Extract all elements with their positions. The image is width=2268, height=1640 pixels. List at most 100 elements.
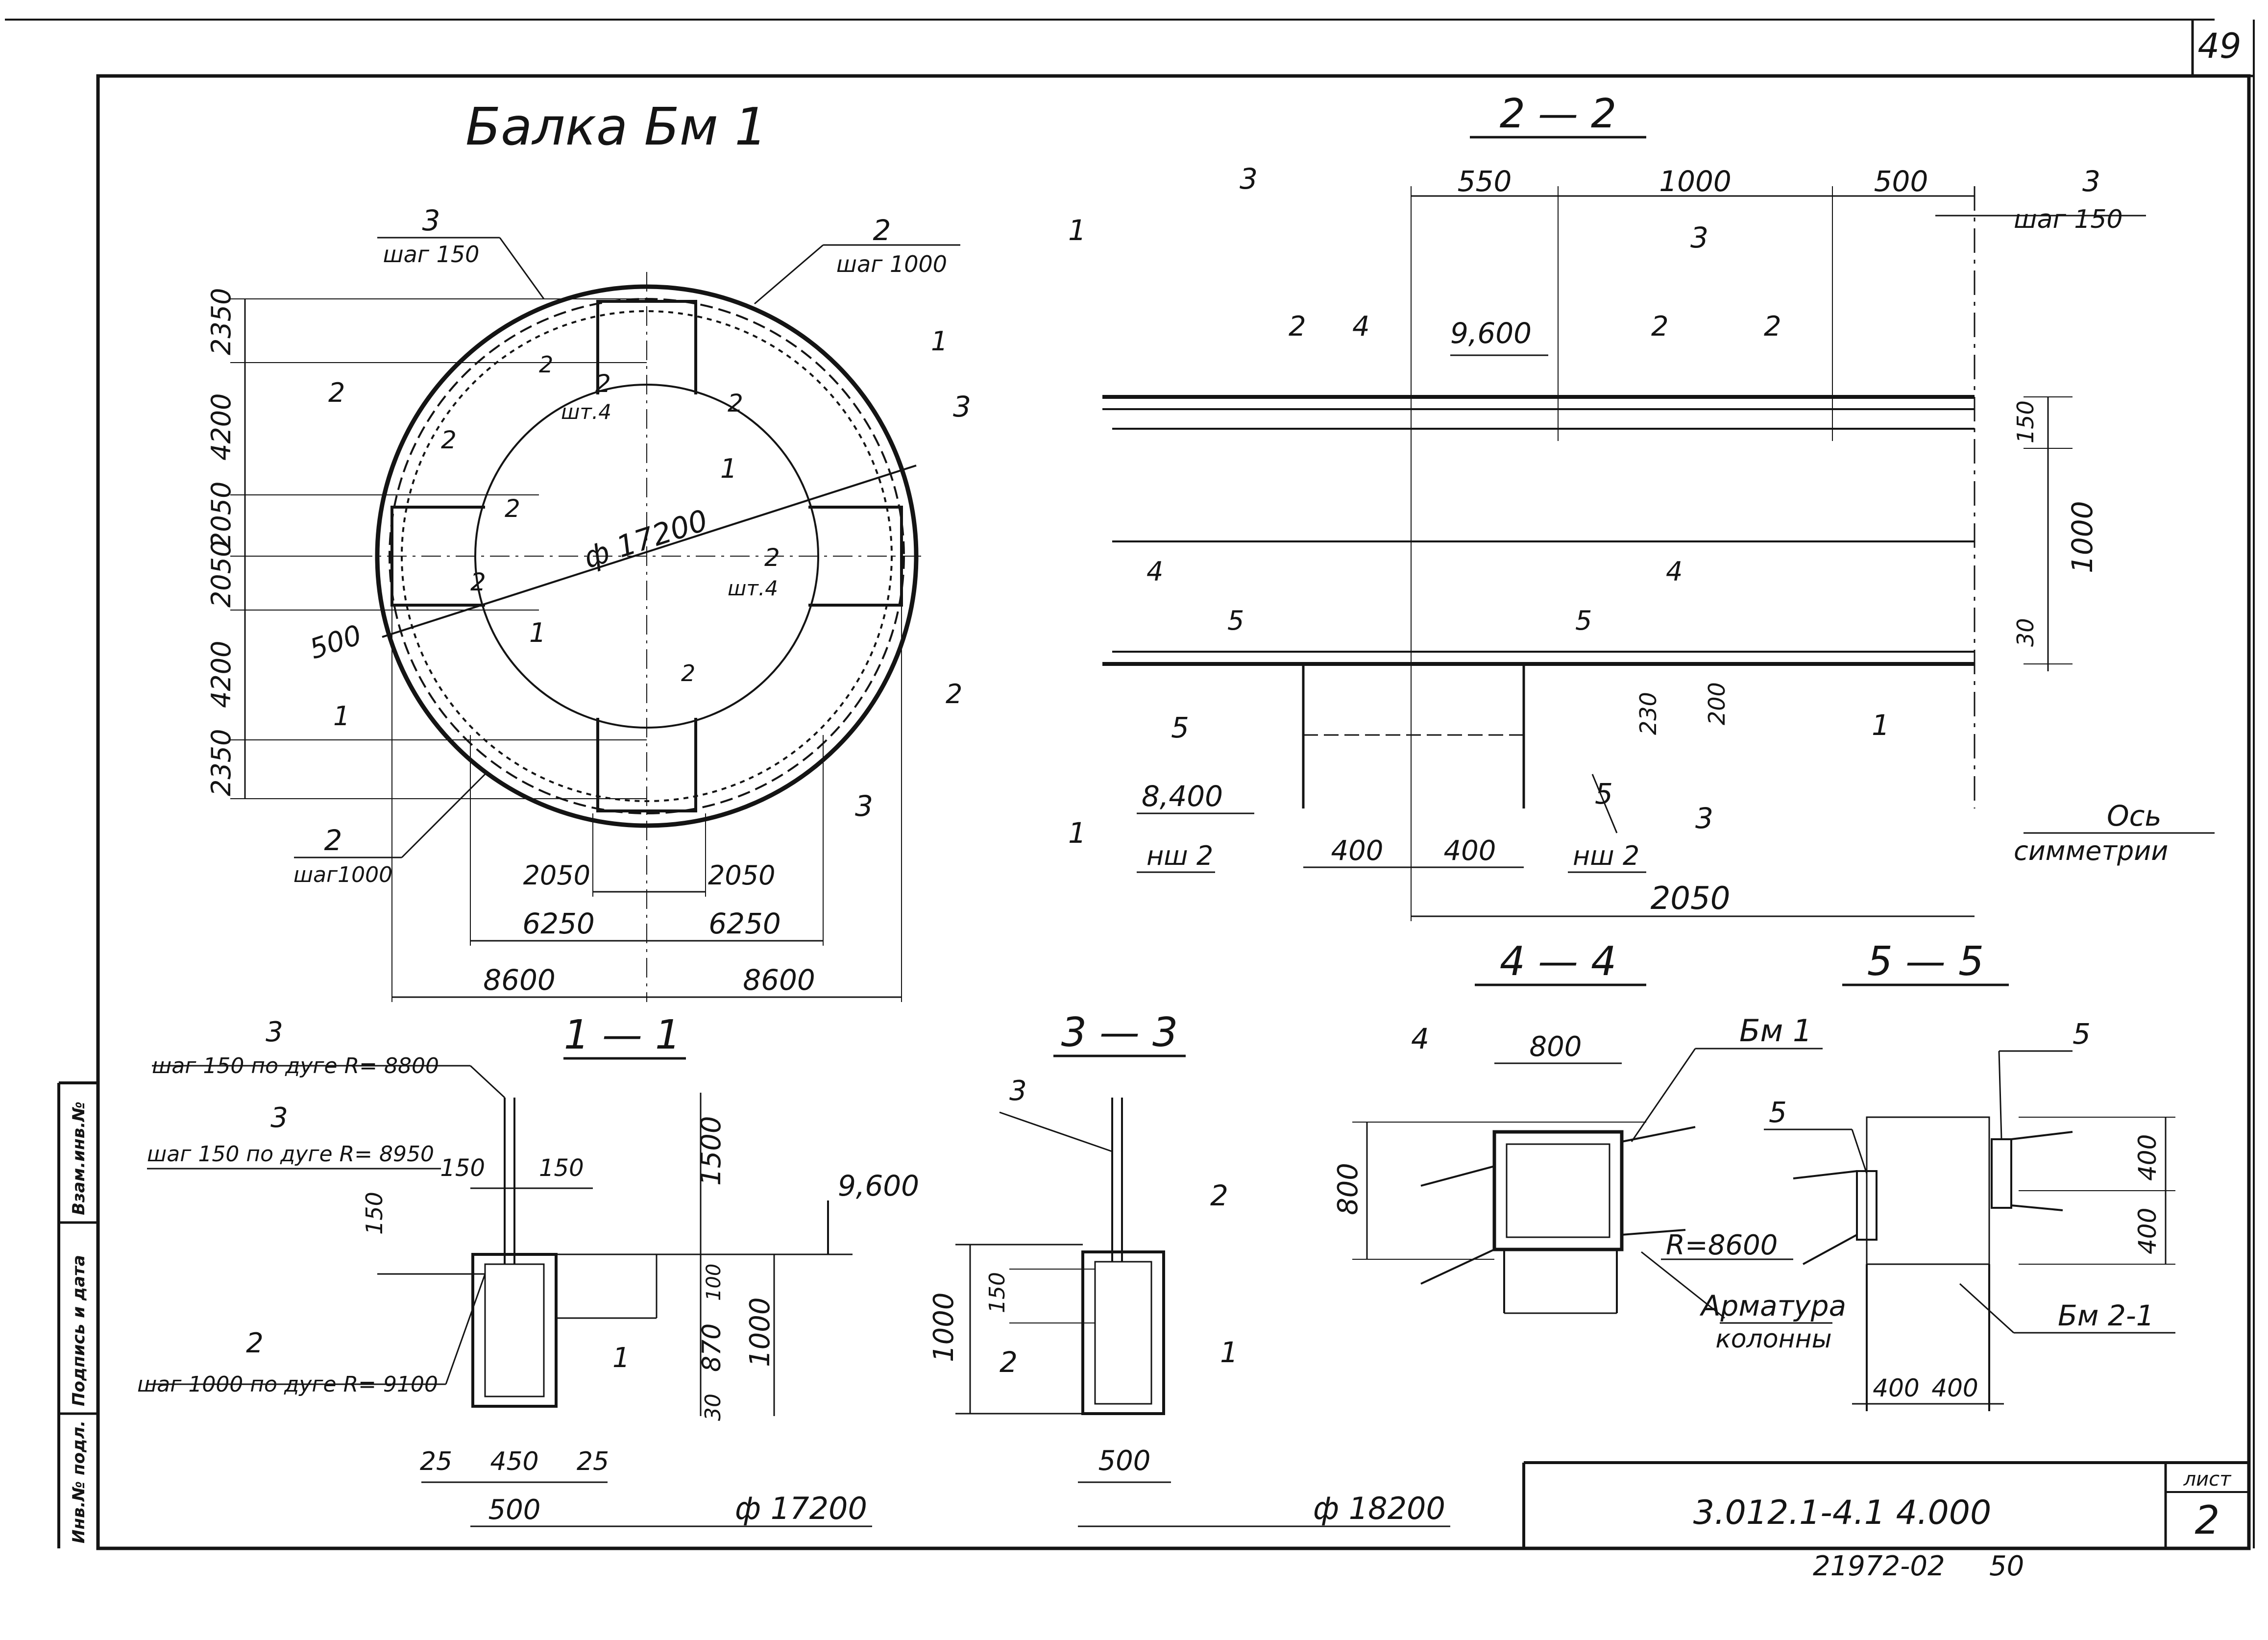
s22-dim-1000: 1000	[1659, 165, 1731, 198]
plan-dim-middle-left: 6250	[522, 907, 595, 940]
s33-diameter: ф 18200	[1313, 1491, 1445, 1526]
plan-ref-2-right-mid: 2	[764, 543, 780, 572]
drawing-title: Балка Бм 1	[465, 97, 767, 157]
s33-ref-1: 1	[1220, 1336, 1238, 1369]
s22-level-top: 9,600	[1450, 317, 1532, 350]
s44-radius: R=8600	[1666, 1229, 1778, 1261]
plan-dim-outer-left: 8600	[483, 963, 556, 997]
s22-nsh-2-right: нш 2	[1573, 840, 1639, 871]
s22-dim-500: 500	[1874, 165, 1928, 198]
plan-ref-2-bottom: 2	[324, 824, 342, 857]
s44-ref-4: 4	[1411, 1022, 1429, 1055]
s22-dim-200: 200	[1704, 682, 1730, 725]
s11-note-3-b: шаг 150 по дуге R= 8950	[147, 1142, 434, 1167]
s55-beam: Бм 2-1	[2058, 1299, 2154, 1332]
plan-bottom-dims: 2050 2050 6250 6250 8600 8600	[483, 860, 815, 997]
plan-ref-2-top: 2	[873, 214, 891, 247]
s22-step-150: шаг 150	[2014, 205, 2123, 234]
s22-cut-5-right: 5	[1575, 605, 1592, 636]
plan-ref-3-top: 3	[422, 204, 440, 237]
plan-vertical-dims: 2350 4200 2050 2050 4200 2350	[206, 288, 237, 796]
stamp-strip: Инв.№ подл. Подпись и дата Взам.инв.№	[69, 1101, 89, 1543]
s11-ref-2: 2	[246, 1327, 264, 1359]
s22-axis-label-1: Ось	[2107, 799, 2162, 832]
s55-dim-400-b: 400	[2133, 1208, 2162, 1254]
plan-dim-outer-right: 8600	[743, 963, 815, 997]
plan-ref-2-left-c: 2	[505, 494, 520, 523]
s44-rebar-1: Арматура	[1699, 1289, 1846, 1322]
s22-level-bottom: 8,400	[1142, 780, 1223, 813]
plan-dim-middle-right: 6250	[708, 907, 781, 940]
s22-ref-2-b: 2	[1651, 311, 1669, 343]
s33-dim-150: 150	[985, 1272, 1010, 1313]
s55-ref-5-top: 5	[2073, 1017, 2091, 1051]
plan-ref-2-inner-a: 2	[539, 351, 553, 378]
s11-dim-100: 100	[703, 1264, 725, 1301]
s11-ref-3-b: 3	[270, 1102, 288, 1134]
plan-dim-2050-top: 2050	[206, 482, 237, 549]
plan-ref-3-bottom: 3	[855, 789, 873, 823]
page-number: 49	[2197, 26, 2241, 66]
plan-ref-2-inner-c: 2	[728, 389, 743, 417]
s22-cut-4-left: 4	[1146, 556, 1163, 587]
s22-cut-5-left: 5	[1227, 605, 1244, 636]
s55-ref-5-left: 5	[1769, 1096, 1787, 1129]
s11-dim-25-right: 25	[577, 1447, 609, 1476]
plan-ref-3-right: 3	[953, 390, 971, 423]
plan-cut-1-inner-a: 1	[720, 453, 737, 484]
title-block: 3.012.1-4.1 4.000 лист 2	[1693, 1468, 2232, 1543]
s33-dim-1000: 1000	[928, 1292, 960, 1362]
plan-dim-2050-bottom: 2050	[206, 540, 237, 608]
s33-ref-2-left: 2	[1000, 1346, 1018, 1379]
s11-dim-25-left: 25	[420, 1447, 452, 1476]
section-2-2: 2 — 2 550 1000 500 9,600 8,400 150 1000 …	[1068, 91, 2215, 921]
s22-ref-4: 4	[1352, 311, 1370, 343]
s22-dim-150: 150	[2012, 400, 2039, 443]
plan-offset-500: 500	[306, 619, 366, 665]
plan-diameter: ф 17200	[580, 503, 712, 575]
s33-ref-3: 3	[1009, 1075, 1027, 1107]
s22-nsh-2-left: нш 2	[1146, 840, 1213, 871]
stamp-inv-original: Инв.№ подл.	[69, 1420, 89, 1543]
plan-step-1000-bottom: шаг1000	[293, 862, 392, 887]
plan-step-1000-top: шаг 1000	[836, 251, 947, 277]
plan-view: ф 17200 500 2350 4200 2050 2050 4200 235…	[206, 204, 971, 1002]
plan-ref-2-left-b: 2	[441, 426, 457, 454]
s22-ref-5-left: 5	[1171, 711, 1189, 744]
s44-dim-left: 800	[1332, 1163, 1364, 1215]
plan-ref-2-left-low: 2	[470, 568, 486, 596]
plan-cut-1-left: 1	[333, 701, 350, 732]
s22-callouts: 3 3 шаг 150 2 4 2 2 5 5 1 нш 2 нш 2 1 1 …	[1068, 162, 2123, 871]
section-1-1-title: 1 — 1	[564, 1012, 681, 1058]
plan-ref-2-right-low: 2	[946, 679, 962, 710]
s11-dim-1500: 1500	[695, 1116, 727, 1186]
s22-ref-1: 1	[1872, 709, 1890, 742]
plan-dim-inner-right: 2050	[708, 860, 775, 891]
s22-dim-230: 230	[1635, 692, 1661, 735]
s11-dim-1000: 1000	[744, 1297, 776, 1367]
s22-cut-4-right: 4	[1666, 556, 1683, 587]
s22-cut-1-top: 1	[1068, 214, 1086, 247]
s11-dim-450: 450	[490, 1447, 538, 1476]
s11-ref-3-a: 3	[266, 1016, 283, 1048]
s55-dim-bottom-right: 400	[1931, 1374, 1978, 1402]
s11-dim-150-left: 150	[361, 1192, 388, 1235]
s11-dim-150-b: 150	[539, 1154, 584, 1182]
s22-ref-3-left: 3	[1240, 162, 1258, 196]
plan-pcs-4-right: шт.4	[728, 576, 778, 600]
section-1-1: 1 — 1 3 шаг 150 по дуге R= 8800 3 шаг 15…	[137, 1012, 919, 1527]
s11-level: 9,600	[838, 1169, 919, 1202]
plan-dim-4200-bottom: 4200	[206, 641, 237, 708]
plan-callouts: 3 шаг 150 2 шаг 1000 2 2 2 2 2 шт.4 2 2 …	[293, 204, 971, 887]
frame	[5, 19, 2255, 1550]
plan-cut-1-topright: 1	[931, 326, 948, 357]
s11-dim-30: 30	[701, 1394, 726, 1421]
s22-dim-30: 30	[2012, 618, 2039, 647]
sheet-number: 2	[2195, 1497, 2220, 1543]
s44-beam: Бм 1	[1739, 1013, 1812, 1049]
plan-ref-2-inner-b: 2	[595, 369, 611, 398]
s22-ref-3-right: 3	[2082, 165, 2100, 198]
s44-rebar-2: колонны	[1715, 1324, 1831, 1354]
